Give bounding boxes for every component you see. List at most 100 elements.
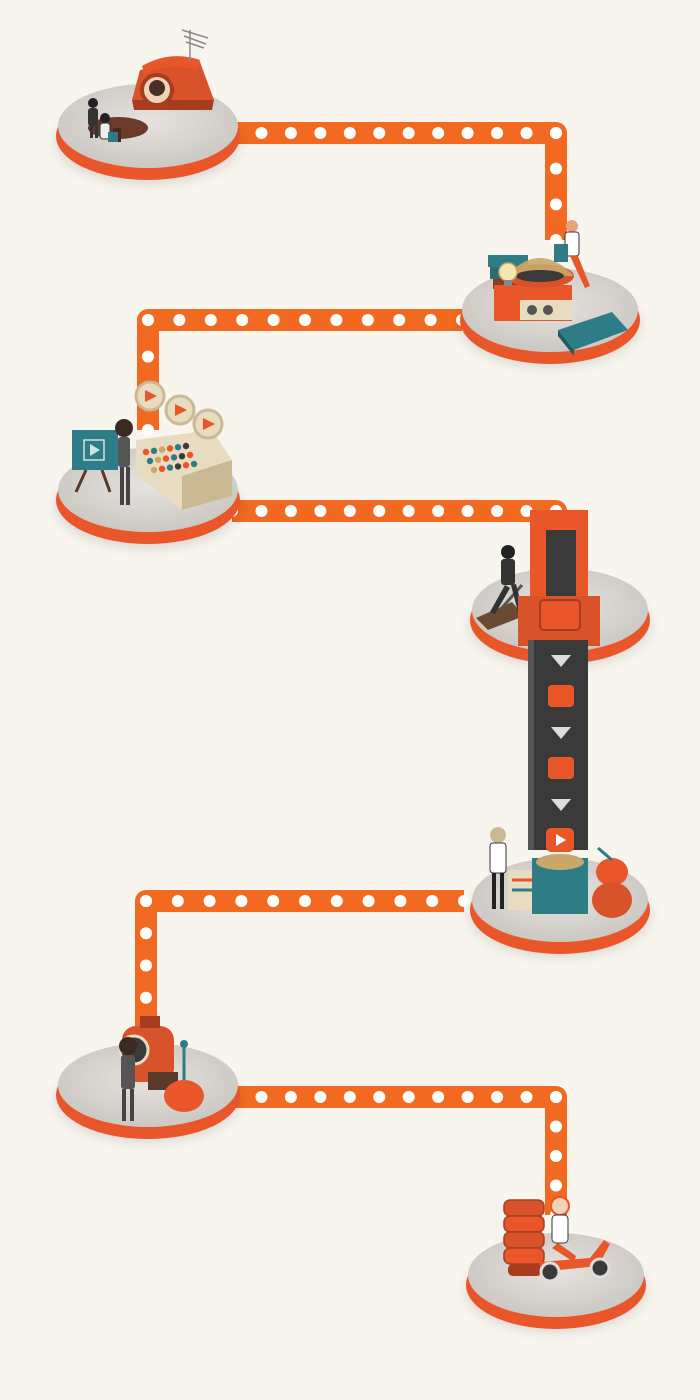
track-dot (299, 895, 311, 907)
knob (178, 453, 186, 460)
track-dot (255, 127, 268, 139)
track-dot (402, 127, 415, 139)
knob (182, 462, 190, 469)
station-gas-tanks[interactable] (470, 827, 650, 957)
track-dot (550, 1150, 562, 1162)
track-dot (142, 350, 154, 363)
knob (166, 464, 174, 471)
delivery-person-icon (550, 1196, 576, 1262)
knob (142, 448, 150, 456)
track-dot (314, 127, 327, 139)
station-control-board[interactable] (56, 380, 240, 548)
knob (154, 456, 162, 463)
track-dot (461, 1091, 474, 1103)
belt-tile (548, 685, 574, 707)
track-segment (137, 309, 462, 430)
track-dot (284, 127, 297, 139)
package-stack-icon (503, 1199, 545, 1276)
knob (150, 466, 158, 474)
track-dot (255, 1091, 268, 1103)
track-segment (135, 890, 464, 1030)
track-dot (393, 314, 406, 326)
track-dot (394, 895, 407, 907)
person-icon (99, 113, 118, 142)
knob (190, 460, 198, 468)
conveyor-belt-icon (518, 510, 600, 850)
track-dot (142, 424, 154, 436)
track-dot (424, 314, 437, 326)
play-button-icon (192, 408, 224, 440)
track-segment (232, 500, 567, 540)
track-dot (402, 505, 415, 517)
track-dot (299, 314, 311, 326)
knob (150, 447, 158, 454)
track-dot (520, 127, 533, 139)
track-dot (461, 505, 474, 517)
play-button-icon (164, 394, 196, 426)
track-dot (550, 198, 562, 211)
track-dot (432, 127, 445, 139)
knob (162, 455, 170, 462)
rotary-phone-icon (132, 56, 214, 110)
track-dot (432, 1091, 445, 1103)
chevron-down-icon (551, 727, 571, 739)
light-bulb-icon (498, 262, 518, 286)
track-dot (432, 505, 445, 517)
track-dot (550, 1091, 562, 1103)
track-dot (520, 1091, 533, 1103)
track-dot (402, 1091, 415, 1103)
knob (174, 463, 182, 470)
knob (182, 442, 190, 450)
track-dot (426, 895, 439, 907)
track-dot (204, 314, 217, 326)
person-icon (119, 1037, 137, 1121)
track-dot (491, 505, 504, 517)
track-dot (458, 895, 470, 907)
track-dot (284, 505, 297, 517)
book-icon (558, 312, 628, 356)
track-dot (236, 314, 249, 326)
abacus-icon (508, 870, 536, 910)
scooter-icon (539, 1240, 611, 1283)
belt-tile (548, 757, 574, 779)
track-dot (520, 505, 533, 517)
knob (158, 465, 166, 472)
track-dot (255, 505, 268, 517)
antenna-icon (181, 29, 209, 62)
person-icon (554, 220, 590, 288)
track-dot (314, 1091, 327, 1103)
play-button-icon (546, 828, 574, 852)
track-dot (267, 895, 280, 907)
track-dot (550, 162, 562, 175)
station-phone-meeting[interactable] (56, 29, 240, 184)
track-dot (140, 959, 152, 972)
track-dot (461, 127, 474, 139)
track-dot (362, 895, 375, 907)
station-record-player[interactable] (460, 220, 640, 367)
knob (146, 457, 154, 465)
station-delivery-scooter[interactable] (466, 1196, 646, 1332)
track-dot (373, 127, 386, 139)
knob (170, 454, 178, 461)
track-segment (232, 122, 567, 240)
station-boiler[interactable] (56, 1016, 240, 1142)
track-dot (550, 127, 562, 139)
person-icon (489, 827, 507, 909)
track-dot (491, 1091, 504, 1103)
track-dot (373, 505, 386, 517)
track-dot (330, 895, 343, 907)
gas-tank-icon (164, 1040, 204, 1112)
track-dot (140, 927, 152, 940)
person-icon (115, 419, 133, 505)
knob (158, 446, 166, 453)
chevron-down-icon (551, 799, 571, 811)
record-player-icon (494, 258, 574, 321)
easel-icon (72, 430, 118, 493)
track-dot (361, 314, 374, 326)
gas-tank-icon (592, 846, 632, 918)
track-dot (173, 314, 186, 326)
track-dot (343, 1091, 356, 1103)
control-panel-icon (134, 380, 232, 510)
track-dot (330, 314, 343, 326)
track-dot (314, 505, 327, 517)
